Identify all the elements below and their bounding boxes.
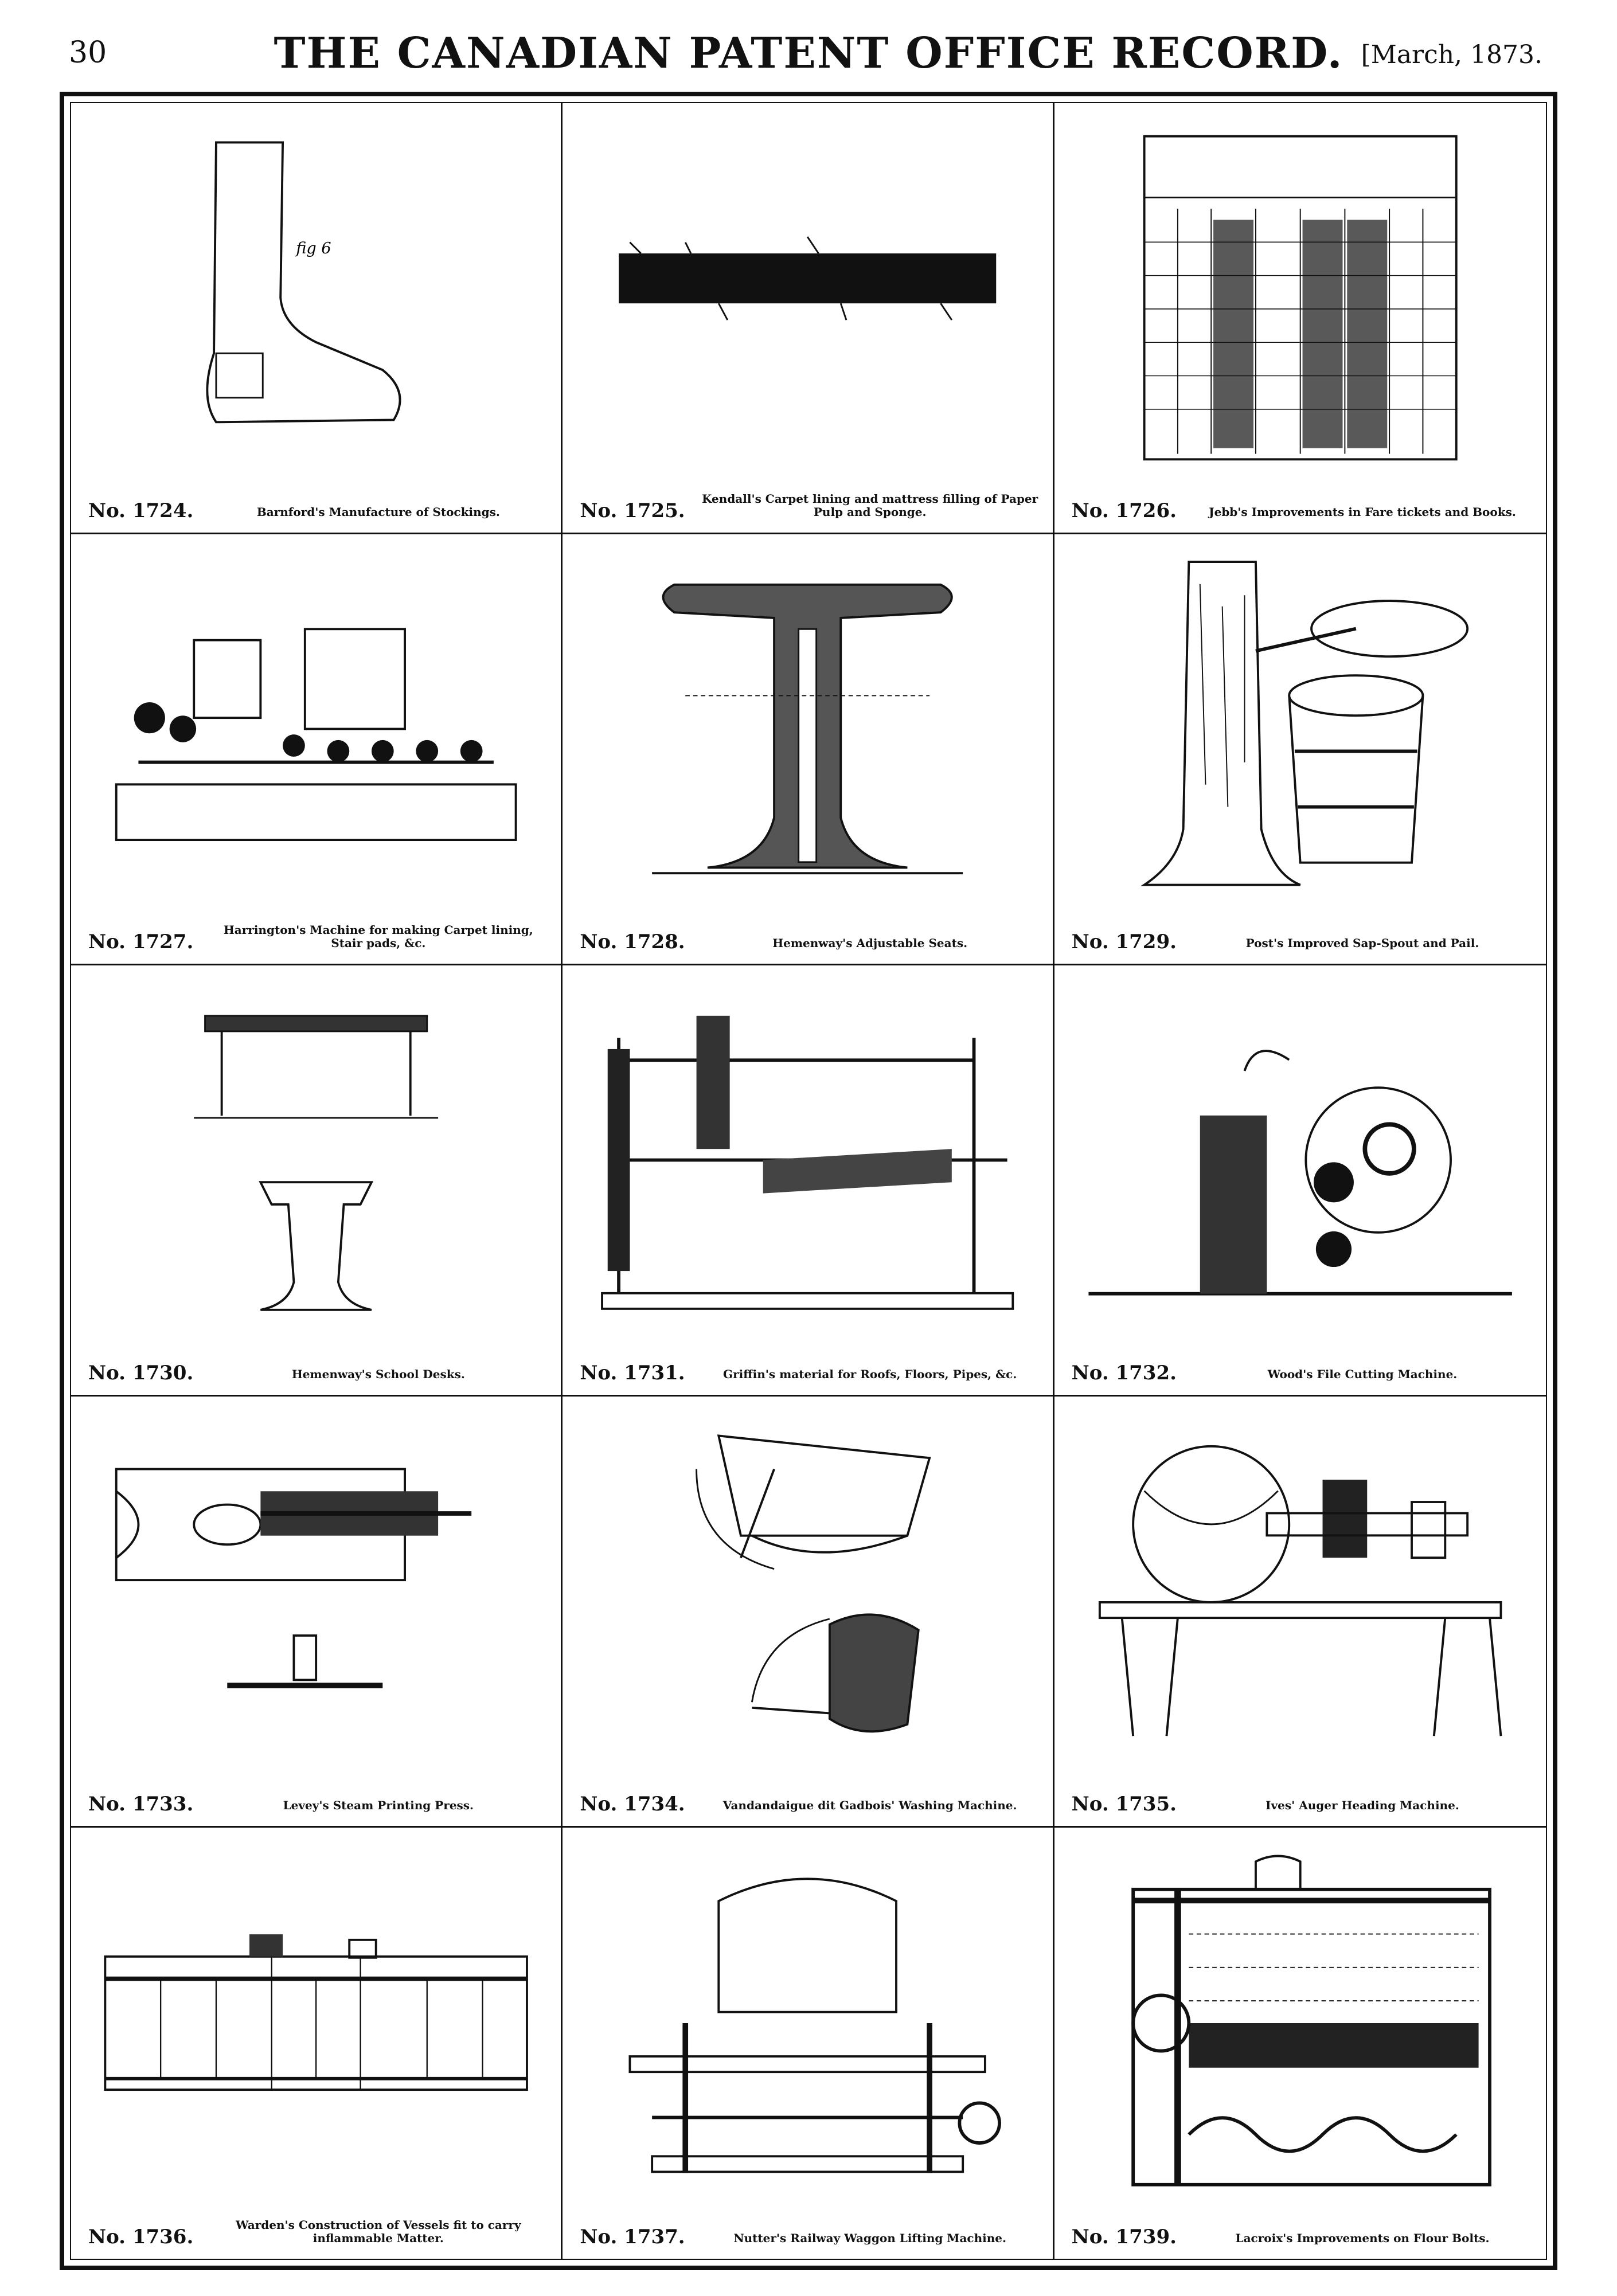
patent-title: Barnford's Manufacture of Stockings.	[256, 505, 500, 519]
plate-frame: fig 6 No. 1724. Barnford's Manufacture of…	[60, 92, 1557, 2270]
patent-cell: No. 1734. Vandandaigue dit Gadbois' Washi…	[563, 1397, 1054, 1828]
page-header: 30 THE CANADIAN PATENT OFFICE RECORD. [M…	[0, 23, 1617, 97]
patent-number: No. 1737.	[580, 2225, 685, 2248]
patent-cell: No. 1731. Griffin's material for Roofs, F…	[563, 965, 1054, 1397]
patent-title: Hemenway's Adjustable Seats.	[772, 936, 968, 950]
patent-title: Lacroix's Improvements on Flour Bolts.	[1235, 2231, 1490, 2245]
patent-number: No. 1725.	[580, 499, 685, 522]
patent-title: Jebb's Improvements in Fare tickets and …	[1209, 505, 1516, 519]
waggon-lifting-drawing	[585, 1845, 1029, 2201]
patent-number: No. 1730.	[88, 1362, 194, 1384]
roofing-machine-drawing	[585, 983, 1029, 1337]
file-cutting-machine-drawing	[1077, 983, 1523, 1337]
page-title: THE CANADIAN PATENT OFFICE RECORD.	[274, 29, 1343, 78]
stocking-drawing: fig 6	[94, 120, 538, 475]
patent-number: No. 1727.	[88, 930, 194, 953]
patent-cell: No. 1736. Warden's Construction of Vessel…	[71, 1828, 563, 2259]
patent-number: No. 1728.	[580, 930, 685, 953]
svg-text:fig 6: fig 6	[295, 240, 331, 257]
patent-cell: No. 1726. Jebb's Improvements in Fare tic…	[1054, 103, 1546, 534]
patent-cell: No. 1735. Ives' Auger Heading Machine.	[1054, 1397, 1546, 1828]
patent-number: No. 1733.	[88, 1793, 194, 1816]
flour-bolt-drawing	[1077, 1845, 1523, 2201]
patent-cell: fig 6 No. 1724. Barnford's Manufacture of…	[71, 103, 563, 534]
patent-number: No. 1736.	[88, 2225, 194, 2248]
auger-heading-machine-drawing	[1077, 1414, 1523, 1769]
school-desk-drawing	[94, 983, 538, 1337]
patent-title: Nutter's Railway Waggon Lifting Machine.	[733, 2231, 1006, 2245]
patent-title: Harrington's Machine for making Carpet l…	[223, 923, 533, 950]
patent-title: Levey's Steam Printing Press.	[283, 1798, 474, 1812]
patent-number: No. 1739.	[1071, 2225, 1177, 2248]
carpet-machine-drawing	[94, 551, 538, 906]
washing-machine-drawing	[585, 1414, 1029, 1769]
patent-cell: No. 1725. Kendall's Carpet lining and mat…	[563, 103, 1054, 534]
patent-number: No. 1734.	[580, 1793, 685, 1816]
patent-cell: No. 1733. Levey's Steam Printing Press.	[71, 1397, 563, 1828]
sap-spout-pail-drawing	[1077, 551, 1523, 906]
page-number: 30	[69, 36, 107, 70]
patent-number: No. 1729.	[1071, 930, 1177, 953]
patent-cell: No. 1727. Harrington's Machine for making…	[71, 534, 563, 965]
patent-title: Hemenway's School Desks.	[291, 1367, 465, 1381]
vessel-construction-drawing	[94, 1845, 538, 2201]
patent-title: Ives' Auger Heading Machine.	[1266, 1798, 1459, 1812]
patent-cell: No. 1729. Post's Improved Sap-Spout and P…	[1054, 534, 1546, 965]
plate-inner-rule	[70, 102, 1547, 2260]
patent-title: Post's Improved Sap-Spout and Pail.	[1245, 936, 1479, 950]
patent-cell: No. 1732. Wood's File Cutting Machine.	[1054, 965, 1546, 1397]
issue-date: [March, 1873.	[1361, 40, 1542, 69]
printing-press-drawing	[94, 1414, 538, 1769]
patent-number: No. 1731.	[580, 1362, 685, 1384]
fare-ticket-drawing	[1077, 120, 1523, 475]
patent-number: No. 1726.	[1071, 499, 1177, 522]
patent-number: No. 1724.	[88, 499, 194, 522]
patent-cell: No. 1728. Hemenway's Adjustable Seats.	[563, 534, 1054, 965]
patent-number: No. 1732.	[1071, 1362, 1177, 1384]
patent-grid: fig 6 No. 1724. Barnford's Manufacture of…	[71, 103, 1546, 2259]
patent-cell: No. 1739. Lacroix's Improvements on Flour…	[1054, 1828, 1546, 2259]
patent-title: Warden's Construction of Vessels fit to …	[236, 2218, 521, 2245]
adjustable-seat-drawing	[585, 551, 1029, 906]
carpet-lining-drawing	[585, 120, 1029, 475]
patent-number: No. 1735.	[1071, 1793, 1177, 1816]
patent-title: Kendall's Carpet lining and mattress fil…	[702, 492, 1038, 519]
patent-title: Vandandaigue dit Gadbois' Washing Machin…	[722, 1798, 1017, 1812]
patent-title: Griffin's material for Roofs, Floors, Pi…	[722, 1367, 1017, 1381]
patent-title: Wood's File Cutting Machine.	[1267, 1367, 1458, 1381]
patent-cell: No. 1737. Nutter's Railway Waggon Lifting…	[563, 1828, 1054, 2259]
patent-cell: No. 1730. Hemenway's School Desks.	[71, 965, 563, 1397]
